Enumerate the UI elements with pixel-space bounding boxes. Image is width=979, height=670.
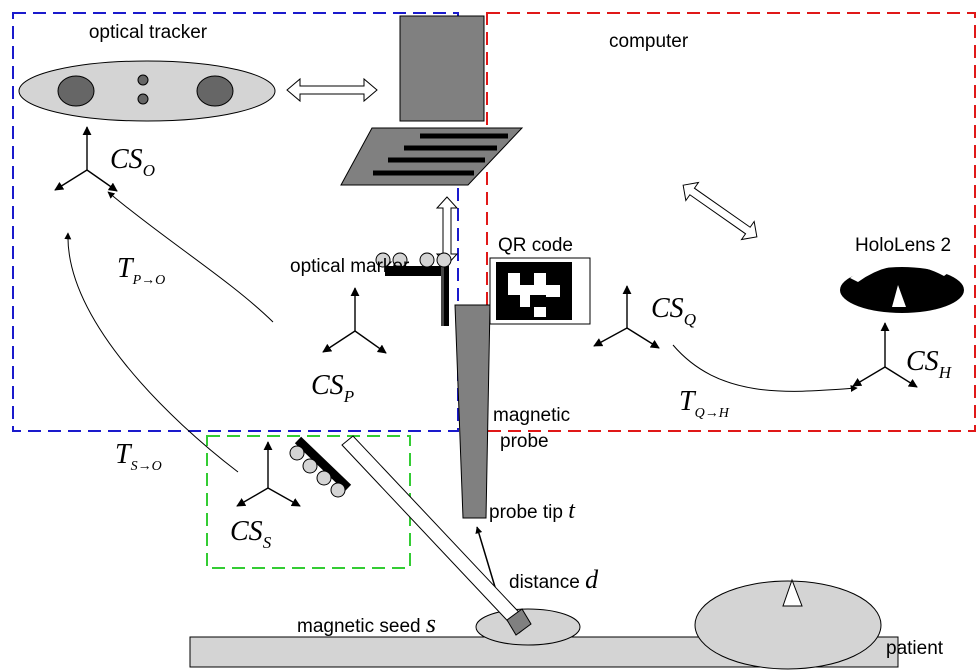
hololens-device <box>840 256 964 313</box>
cs-s-label: CSS <box>230 516 272 552</box>
t-s-o-arrow <box>64 232 239 473</box>
t-p-o-label: TP→O <box>117 253 165 288</box>
cs-q-axes-icon <box>593 285 660 349</box>
cs-h-label: CSH <box>906 346 953 382</box>
computer-region <box>486 12 976 432</box>
hololens-label: HoloLens 2 <box>855 235 951 256</box>
magnetic-seed-device <box>289 435 532 636</box>
cs-o-label: CSO <box>110 144 155 180</box>
cs-p-label: CSP <box>311 370 354 406</box>
magnetic-probe-label-line2: probe <box>500 431 549 452</box>
magnetic-seed-label: magnetic seed s <box>297 609 436 638</box>
t-q-h-arrow <box>672 344 858 392</box>
cs-p-axes-icon <box>322 287 387 354</box>
optical-tracker-label: optical tracker <box>89 22 208 43</box>
optical-tracker-device <box>18 60 276 122</box>
computer-label: computer <box>609 31 689 52</box>
t-s-o-label: TS→O <box>115 439 162 474</box>
cs-o-axes-icon <box>54 126 118 192</box>
probe-tip-label: probe tip t <box>489 498 576 524</box>
t-q-h-label: TQ→H <box>679 386 730 421</box>
laptop-icon <box>340 15 524 186</box>
magnetic-probe-label-line1: magnetic <box>493 405 570 426</box>
seed-tissue-ellipse <box>475 608 581 646</box>
magnetic-probe-device <box>454 304 491 519</box>
computer-hololens-link-arrow <box>682 181 758 241</box>
patient-label: patient <box>886 638 944 659</box>
tracker-computer-link-arrow <box>286 77 378 103</box>
qr-code-graphic <box>489 257 591 325</box>
tracker-region <box>12 12 459 432</box>
cs-q-label: CSQ <box>651 293 696 329</box>
optical-marker-label: optical marker <box>290 256 410 277</box>
cs-h-axes-icon <box>852 322 918 388</box>
cs-s-axes-icon <box>236 441 301 507</box>
qr-code-label: QR code <box>498 235 573 256</box>
t-p-o-arrow <box>107 191 274 323</box>
patient-body <box>694 578 882 670</box>
distance-label: distance d <box>509 565 599 594</box>
optical-marker-device <box>375 252 452 326</box>
